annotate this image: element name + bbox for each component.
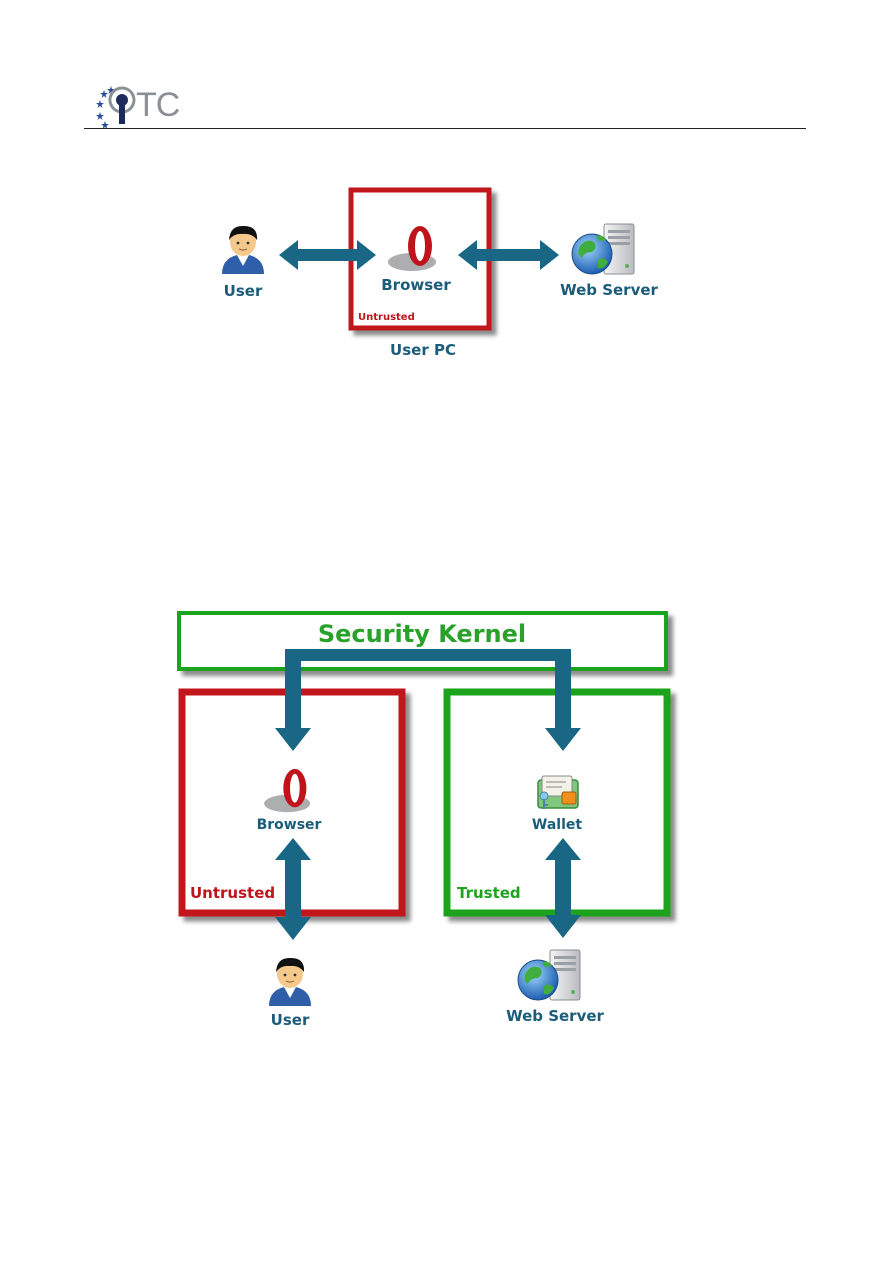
wallet-icon (537, 775, 579, 810)
user-pc-label: User PC (390, 341, 456, 359)
web-server-label: Web Server (506, 1007, 604, 1025)
security-kernel-box (177, 611, 668, 671)
diagram-security-kernel: Security Kernel Browser Wallet Untrusted… (177, 611, 671, 1029)
browser-label: Browser (381, 276, 451, 294)
wallet-server-arrow (545, 838, 581, 938)
browser-label: Browser (257, 817, 322, 833)
untrusted-label: Untrusted (190, 884, 275, 902)
logo-text: TC (136, 86, 180, 124)
user-icon (268, 957, 312, 1006)
user-label: User (271, 1011, 310, 1029)
web-server-icon (571, 223, 635, 275)
page-header: TC (0, 0, 893, 140)
web-server-icon (517, 949, 581, 1001)
browser-user-arrow (275, 838, 311, 940)
header-rule (84, 128, 806, 129)
itc-logo: TC (96, 84, 192, 130)
browser-server-arrow (458, 240, 559, 270)
user-label: User (224, 282, 263, 300)
diagram-untrusted-browser: User Browser Untrusted User PC Web Serve… (221, 187, 659, 359)
trusted-label: Trusted (457, 884, 521, 902)
user-browser-arrow (279, 240, 376, 270)
web-server-label: Web Server (560, 281, 658, 299)
wallet-label: Wallet (532, 817, 582, 833)
untrusted-label: Untrusted (358, 312, 415, 323)
security-kernel-label: Security Kernel (318, 620, 526, 648)
keyhole-stars-icon (96, 86, 136, 129)
user-icon (221, 225, 265, 274)
kernel-connector-arrows (275, 649, 581, 751)
